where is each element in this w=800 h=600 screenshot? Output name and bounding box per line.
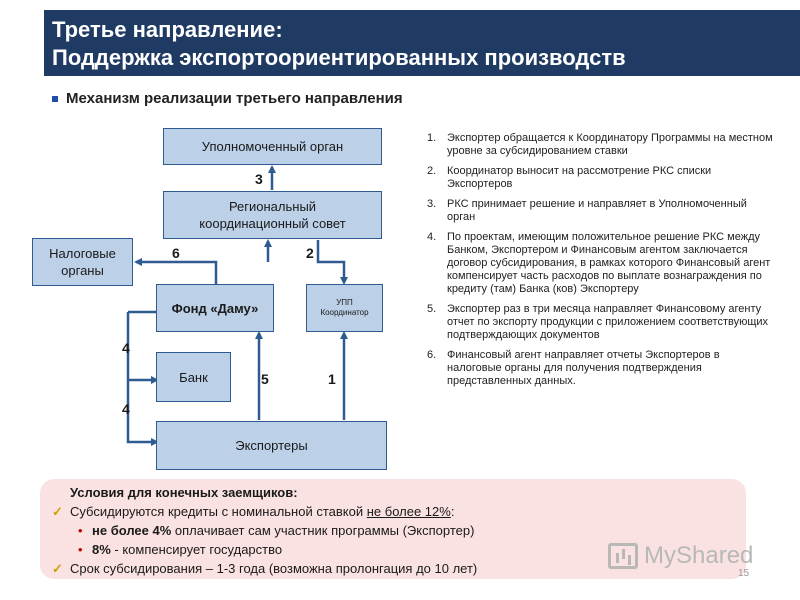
box-upp-coordinator: УПП Координатор bbox=[306, 284, 383, 332]
step-number: 4. bbox=[427, 231, 437, 243]
box-authorized-body-label: Уполномоченный орган bbox=[201, 139, 344, 154]
section-subtitle: Механизм реализации третьего направления bbox=[52, 90, 403, 107]
upp-label-1: УПП bbox=[336, 298, 353, 307]
tax-label-2: органы bbox=[61, 263, 104, 278]
subtitle-text: Механизм реализации третьего направления bbox=[66, 90, 403, 107]
condition-term: ✓ Срок субсидирования – 1-3 года (возмож… bbox=[52, 559, 746, 578]
rate-text-post: : bbox=[450, 504, 455, 519]
sub-participant-bold: не более 4% bbox=[92, 523, 172, 538]
bullet-dot-icon: • bbox=[78, 523, 83, 538]
step-number: 3. bbox=[427, 198, 437, 210]
exporters-label: Экспортеры bbox=[235, 438, 308, 453]
box-exporters: Экспортеры bbox=[156, 421, 387, 470]
checkmark-icon: ✓ bbox=[52, 504, 63, 519]
step-text: Экспортер раз в три месяца направляет Фи… bbox=[447, 303, 769, 341]
step-text: Финансовый агент направляет отчеты Экспо… bbox=[447, 349, 720, 387]
step-item: 4. По проектам, имеющим положительное реш… bbox=[427, 231, 777, 296]
step-text: РКС принимает решение и направляет в Упо… bbox=[447, 198, 747, 223]
box-fund-damu: Фонд «Даму» bbox=[156, 284, 274, 332]
sub-participant-text: не более 4% оплачивает сам участник прог… bbox=[92, 521, 474, 540]
steps-list: 1. Экспортер обращается к Координатору Пр… bbox=[427, 132, 777, 395]
rate-text-pre: Субсидируются кредиты с номинальной став… bbox=[70, 504, 367, 519]
council-label-1: Региональный bbox=[228, 199, 317, 214]
box-tax-authorities: Налоговые органы bbox=[32, 238, 133, 286]
bank-label: Банк bbox=[179, 369, 208, 385]
sub-state-text: 8% - компенсирует государство bbox=[92, 540, 282, 559]
arrow-4-down bbox=[126, 312, 159, 446]
conditions-title: Условия для конечных заемщиков: bbox=[70, 485, 298, 500]
step-text: По проектам, имеющим положительное решен… bbox=[447, 231, 771, 295]
step-number: 5. bbox=[427, 303, 437, 315]
label-5: 5 bbox=[261, 371, 269, 387]
sub-participant-rest: оплачивает сам участник программы (Экспо… bbox=[171, 523, 475, 538]
condition-rate-text: Субсидируются кредиты с номинальной став… bbox=[70, 502, 454, 521]
slide-title: Третье направление: Поддержка экспортоор… bbox=[44, 10, 800, 76]
title-line-2: Поддержка экспортоориентированных произв… bbox=[52, 45, 626, 70]
step-text: Координатор выносит на рассмотрение РКС … bbox=[447, 165, 712, 190]
condition-rate: ✓ Субсидируются кредиты с номинальной ст… bbox=[52, 502, 746, 521]
step-number: 2. bbox=[427, 165, 437, 177]
box-regional-council: Региональный координационный совет bbox=[163, 191, 382, 239]
label-4-top: 4 bbox=[122, 340, 130, 356]
step-item: 6. Финансовый агент направляет отчеты Экс… bbox=[427, 349, 777, 388]
step-text: Экспортер обращается к Координатору Прог… bbox=[447, 132, 773, 157]
square-bullet-icon bbox=[52, 96, 58, 103]
watermark-logo: MyShared bbox=[608, 538, 768, 574]
fund-label: Фонд «Даму» bbox=[171, 300, 259, 316]
arrow-6 bbox=[134, 258, 218, 284]
upp-label-2: Координатор bbox=[320, 308, 369, 317]
bullet-dot-icon: • bbox=[78, 542, 83, 557]
sub-state-rest: - компенсирует государство bbox=[110, 542, 283, 557]
label-4-bottom: 4 bbox=[122, 401, 130, 417]
sub-state-bold: 8% bbox=[92, 542, 111, 557]
arrow-2 bbox=[316, 240, 348, 285]
bar-chart-icon bbox=[608, 543, 638, 569]
rate-text-underlined: не более 12% bbox=[366, 504, 451, 519]
box-bank: Банк bbox=[156, 352, 231, 402]
step-item: 3. РКС принимает решение и направляет в У… bbox=[427, 198, 777, 224]
label-1: 1 bbox=[328, 371, 336, 387]
step-item: 1. Экспортер обращается к Координатору Пр… bbox=[427, 132, 777, 158]
box-authorized-body: Уполномоченный орган bbox=[163, 128, 382, 165]
label-2: 2 bbox=[306, 245, 314, 261]
conditions-panel: Условия для конечных заемщиков: ✓ Субсид… bbox=[40, 479, 746, 579]
step-number: 6. bbox=[427, 349, 437, 361]
condition-sub-participant: • не более 4% оплачивает сам участник пр… bbox=[52, 521, 746, 540]
condition-sub-state: • 8% - компенсирует государство bbox=[52, 540, 746, 559]
step-item: 2. Координатор выносит на рассмотрение РК… bbox=[427, 165, 777, 191]
council-label-2: координационный совет bbox=[199, 216, 346, 231]
step-number: 1. bbox=[427, 132, 437, 144]
title-line-1: Третье направление: bbox=[52, 17, 283, 42]
label-3: 3 bbox=[255, 171, 263, 187]
condition-term-text: Срок субсидирования – 1-3 года (возможна… bbox=[70, 561, 478, 576]
tax-label-1: Налоговые bbox=[49, 246, 116, 261]
page-number: 15 bbox=[738, 568, 750, 579]
watermark-text: MyShared bbox=[644, 542, 754, 569]
step-item: 5. Экспортер раз в три месяца направляет … bbox=[427, 303, 777, 342]
checkmark-icon: ✓ bbox=[52, 561, 63, 576]
label-6: 6 bbox=[172, 245, 180, 261]
